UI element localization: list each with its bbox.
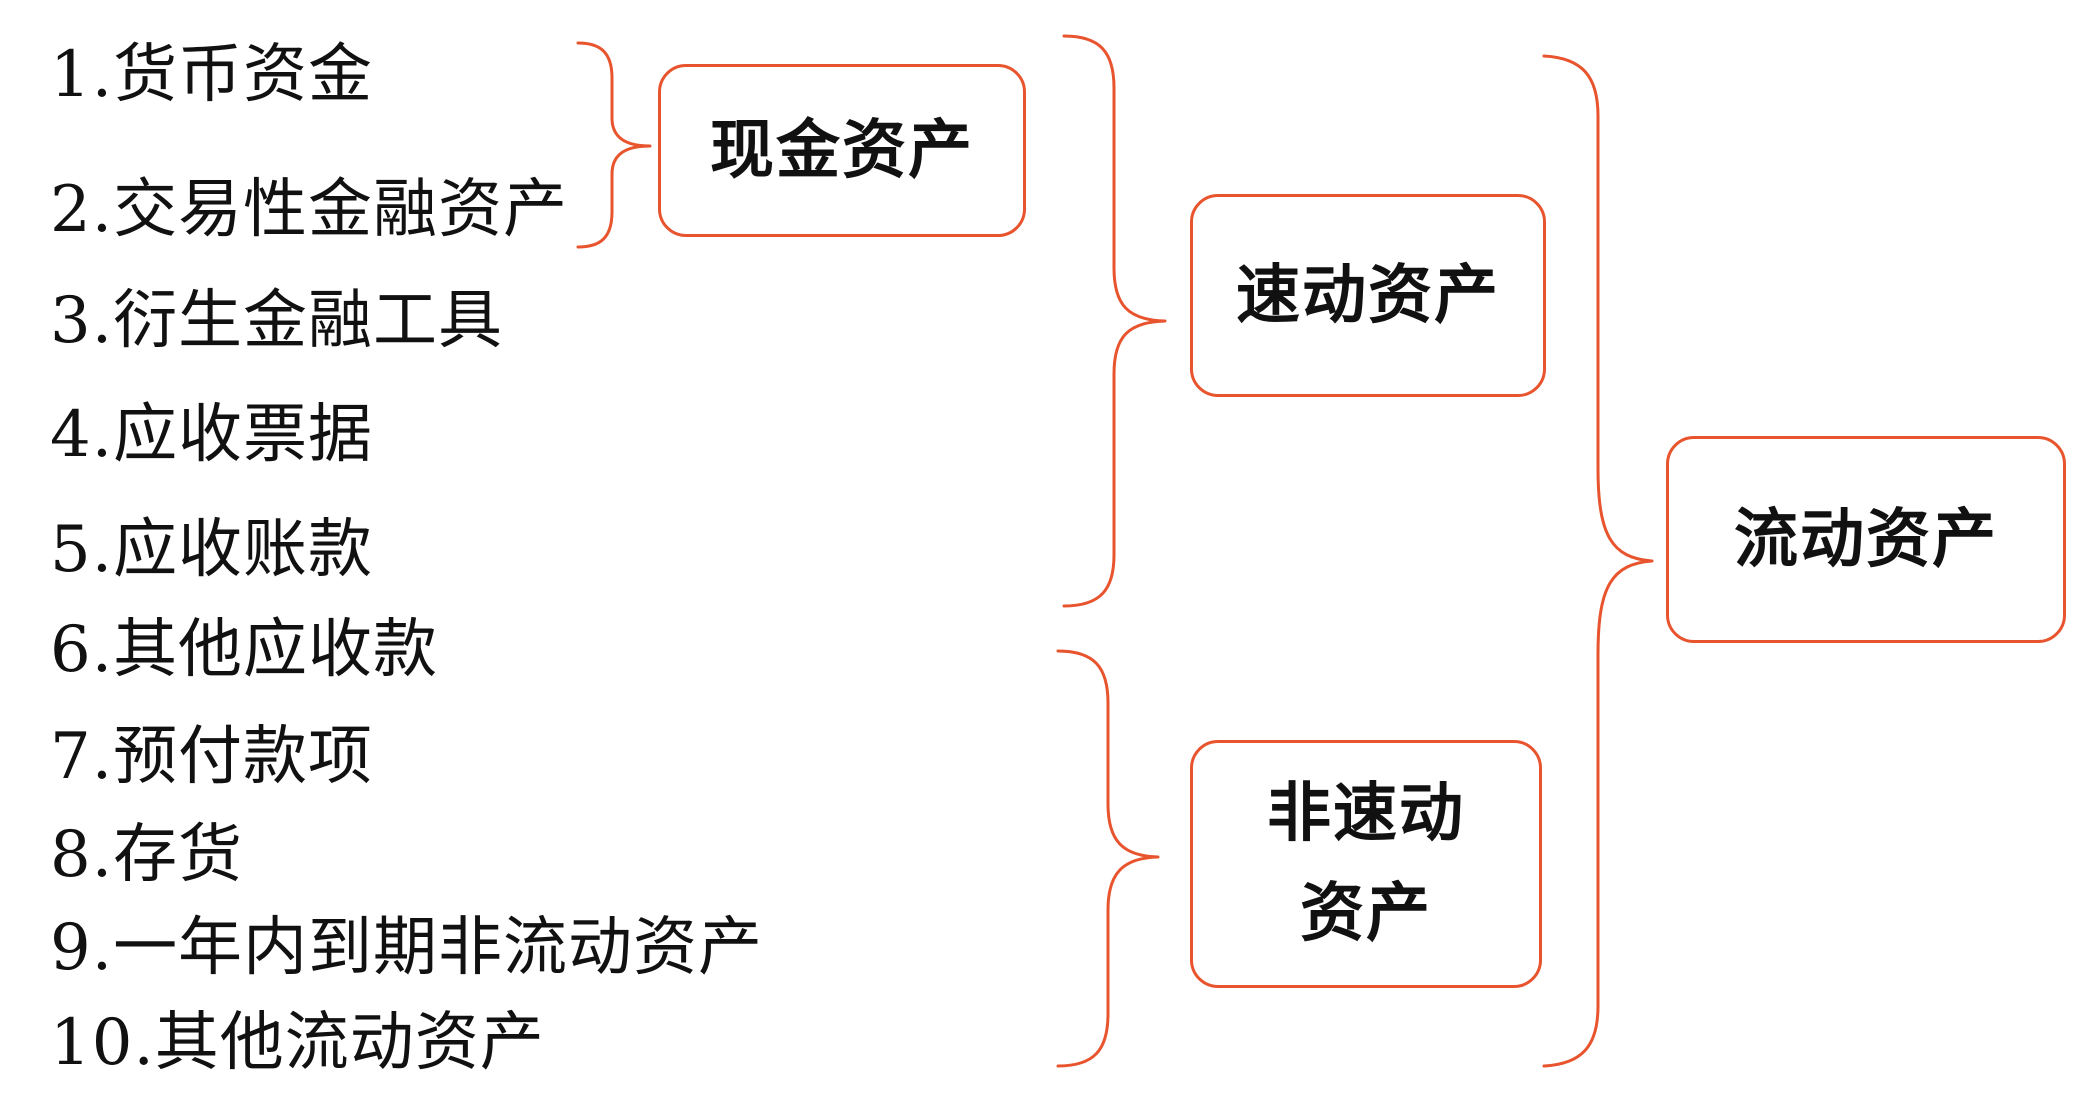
quick-assets-label: 速动资产 bbox=[1236, 258, 1500, 333]
list-item: 2.交易性金融资产 bbox=[50, 173, 569, 247]
non-quick-assets-label-line1: 非速动 bbox=[1267, 777, 1465, 851]
list-item: 3.衍生金融工具 bbox=[50, 284, 504, 358]
list-item: 7.预付款项 bbox=[50, 720, 374, 794]
brace-quick-assets bbox=[1062, 34, 1167, 608]
list-item: 9.一年内到期非流动资产 bbox=[50, 911, 764, 985]
quick-assets-box: 速动资产 bbox=[1190, 194, 1546, 397]
brace-non-quick-assets bbox=[1056, 649, 1160, 1068]
cash-assets-label: 现金资产 bbox=[710, 113, 974, 188]
list-item: 1.货币资金 bbox=[50, 38, 374, 112]
list-item: 4.应收票据 bbox=[50, 398, 374, 472]
list-item: 10.其他流动资产 bbox=[50, 1006, 545, 1080]
list-item: 6.其他应收款 bbox=[50, 613, 439, 687]
list-item: 5.应收账款 bbox=[50, 513, 374, 587]
list-item: 8.存货 bbox=[50, 818, 244, 892]
brace-current-assets bbox=[1542, 54, 1654, 1068]
current-assets-box: 流动资产 bbox=[1666, 436, 2066, 643]
cash-assets-box: 现金资产 bbox=[658, 64, 1026, 237]
non-quick-assets-label-line2: 资产 bbox=[1300, 877, 1432, 951]
non-quick-assets-box: 非速动 资产 bbox=[1190, 740, 1542, 988]
brace-cash-assets bbox=[576, 41, 652, 249]
current-assets-label: 流动资产 bbox=[1734, 502, 1998, 577]
